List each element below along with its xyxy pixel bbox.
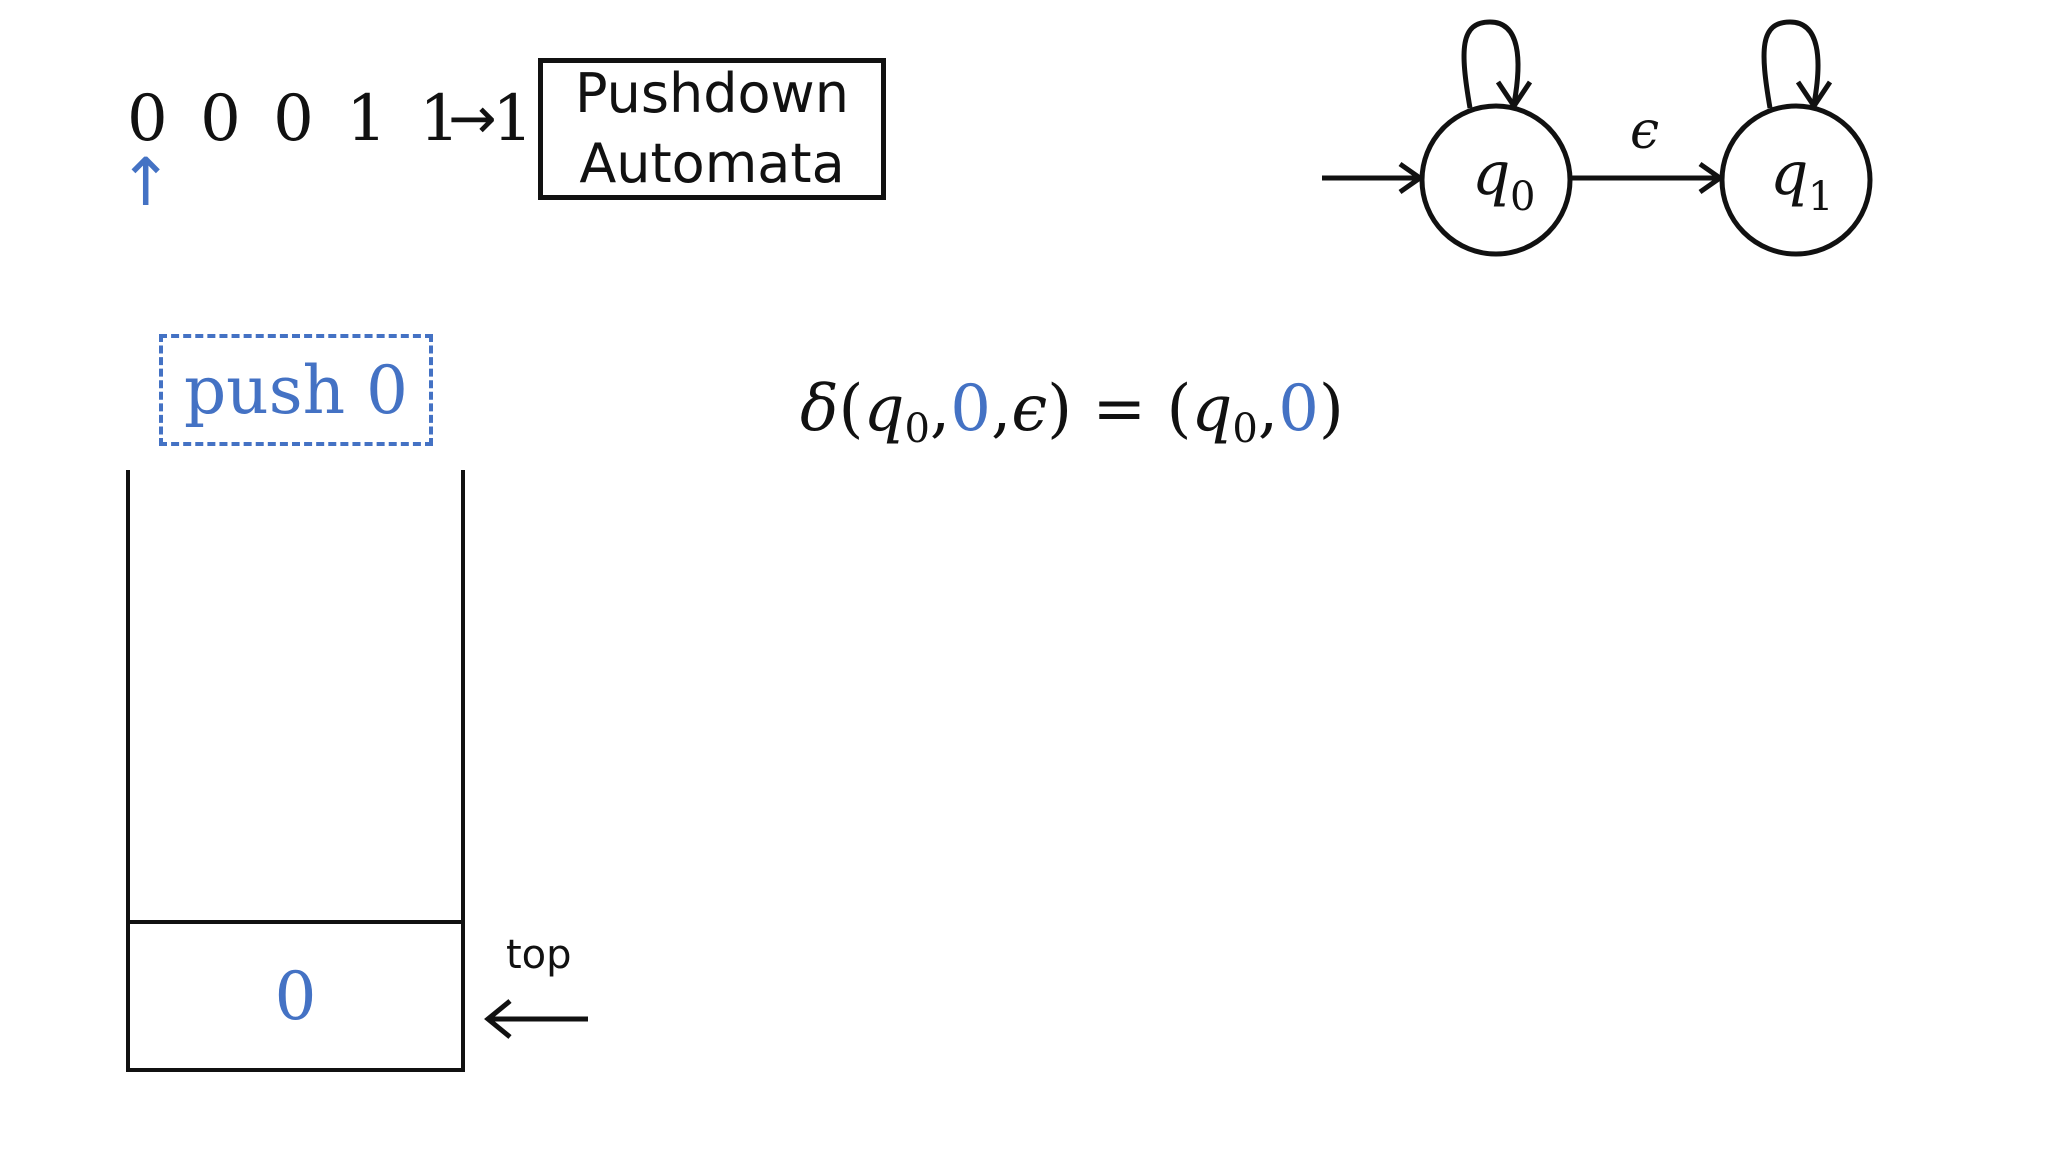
push-action-label: push 0 xyxy=(183,351,409,429)
state-q0-sub: 0 xyxy=(1510,174,1535,220)
read-head-arrow: ↑ xyxy=(118,144,174,221)
stack-right-wall xyxy=(461,470,465,1072)
state-q0-label: q xyxy=(1472,139,1510,209)
pda-title-line1: Pushdown xyxy=(575,62,849,125)
formula-lparen: ( xyxy=(838,372,864,446)
stack-top-label: top xyxy=(506,932,572,978)
self-loop-q0-icon xyxy=(1461,19,1533,111)
input-string: 0 0 0 1 1 1 xyxy=(127,82,540,156)
stack-cell: 0 xyxy=(126,920,465,1072)
stack-top-arrow-icon xyxy=(484,999,588,1039)
formula-comma2: , xyxy=(990,372,1012,446)
formula-result-state-sub: 0 xyxy=(1232,406,1258,452)
transition-formula: δ(q0,0,ϵ) = (q0,0) xyxy=(800,372,1344,452)
start-arrow-icon xyxy=(1322,161,1425,195)
stack-left-wall xyxy=(126,470,130,1072)
automaton-diagram: q 0 ϵ q 1 xyxy=(1322,19,1873,257)
pda-box: Pushdown Automata xyxy=(538,58,886,200)
pda-title-line2: Automata xyxy=(579,132,845,195)
delta-symbol: δ xyxy=(800,372,839,446)
push-action-box: push 0 xyxy=(159,334,433,446)
formula-equals: = xyxy=(1072,372,1167,446)
stack-cell-value: 0 xyxy=(274,957,317,1035)
formula-result-comma: , xyxy=(1257,372,1279,446)
state-q1: q 1 xyxy=(1719,103,1873,257)
state-q0: q 0 xyxy=(1419,103,1573,257)
formula-result-lparen: ( xyxy=(1166,372,1192,446)
formula-comma1: , xyxy=(929,372,951,446)
input-arrow: → xyxy=(448,84,497,152)
edge-q0-q1-arrow-icon xyxy=(1572,161,1725,195)
formula-push-symbol: 0 xyxy=(1278,372,1319,446)
formula-input-symbol: 0 xyxy=(950,372,991,446)
formula-state: q xyxy=(863,372,905,446)
formula-pop-symbol: ϵ xyxy=(1011,372,1048,446)
formula-rparen: ) xyxy=(1047,372,1073,446)
formula-result-state: q xyxy=(1191,372,1233,446)
state-q1-label: q xyxy=(1770,139,1808,209)
self-loop-q1-icon xyxy=(1761,19,1833,111)
state-q1-sub: 1 xyxy=(1808,174,1833,220)
formula-state-sub: 0 xyxy=(904,406,930,452)
formula-result-rparen: ) xyxy=(1318,372,1344,446)
edge-label-epsilon: ϵ xyxy=(1630,101,1659,161)
